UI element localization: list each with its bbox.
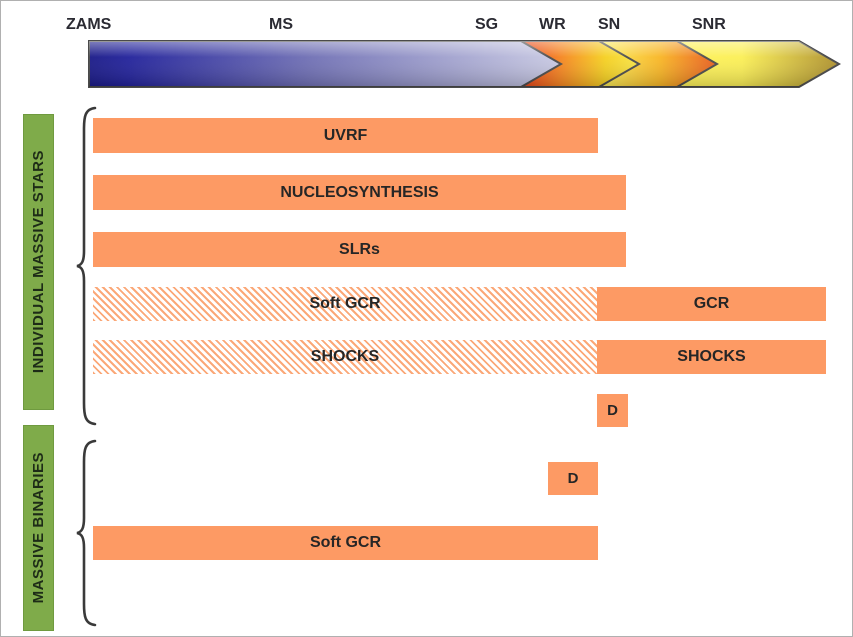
brace-massive-binaries bbox=[76, 439, 97, 627]
bar-label-shocks: SHOCKS bbox=[677, 348, 746, 365]
bar-label-nucleosynthesis: NUCLEOSYNTHESIS bbox=[280, 183, 439, 201]
category-label-massive-binaries: MASSIVE BINARIES bbox=[23, 425, 54, 631]
bar-dust-binaries[interactable]: D bbox=[548, 462, 598, 495]
bar-label-dust-binaries: D bbox=[567, 470, 579, 487]
bar-nucleosynthesis[interactable]: NUCLEOSYNTHESIS bbox=[93, 175, 626, 210]
phase-label-sn: SN bbox=[598, 16, 621, 33]
bar-dust-individual[interactable]: D bbox=[597, 394, 628, 427]
bar-label-uvrf: UVRF bbox=[323, 126, 368, 144]
brace-individual-massive-stars bbox=[76, 106, 97, 426]
category-label-text: MASSIVE BINARIES bbox=[30, 452, 47, 604]
bar-soft-gcr-individual[interactable]: Soft GCR bbox=[93, 287, 597, 321]
bar-label-slrs: SLRs bbox=[339, 240, 380, 258]
bar-label-soft-gcr-binaries: Soft GCR bbox=[309, 534, 382, 551]
phase-label-sg: SG bbox=[475, 16, 499, 33]
bar-label-shocks-soft: SHOCKS bbox=[310, 348, 380, 365]
bar-label-gcr: GCR bbox=[693, 295, 730, 312]
bar-shocks-soft[interactable]: SHOCKS bbox=[93, 340, 597, 374]
phase-label-wr: WR bbox=[539, 16, 566, 33]
phase-label-ms: MS bbox=[269, 16, 293, 33]
bar-label-soft-gcr: Soft GCR bbox=[309, 295, 381, 312]
bar-label-dust-individual: D bbox=[607, 402, 618, 419]
stellar-evolution-arrow-icon bbox=[88, 40, 842, 88]
bar-gcr[interactable]: GCR bbox=[597, 287, 826, 321]
bar-slrs[interactable]: SLRs bbox=[93, 232, 626, 267]
bar-shocks[interactable]: SHOCKS bbox=[597, 340, 826, 374]
category-label-text: INDIVIDUAL MASSIVE STARS bbox=[30, 150, 47, 374]
bar-soft-gcr-binaries[interactable]: Soft GCR bbox=[93, 526, 598, 560]
phase-label-zams: ZAMS bbox=[66, 16, 112, 33]
category-label-individual-massive-stars: INDIVIDUAL MASSIVE STARS bbox=[23, 114, 54, 410]
phase-label-snr: SNR bbox=[692, 16, 726, 33]
arrow-shading bbox=[89, 41, 839, 87]
bar-uvrf[interactable]: UVRF bbox=[93, 118, 598, 153]
